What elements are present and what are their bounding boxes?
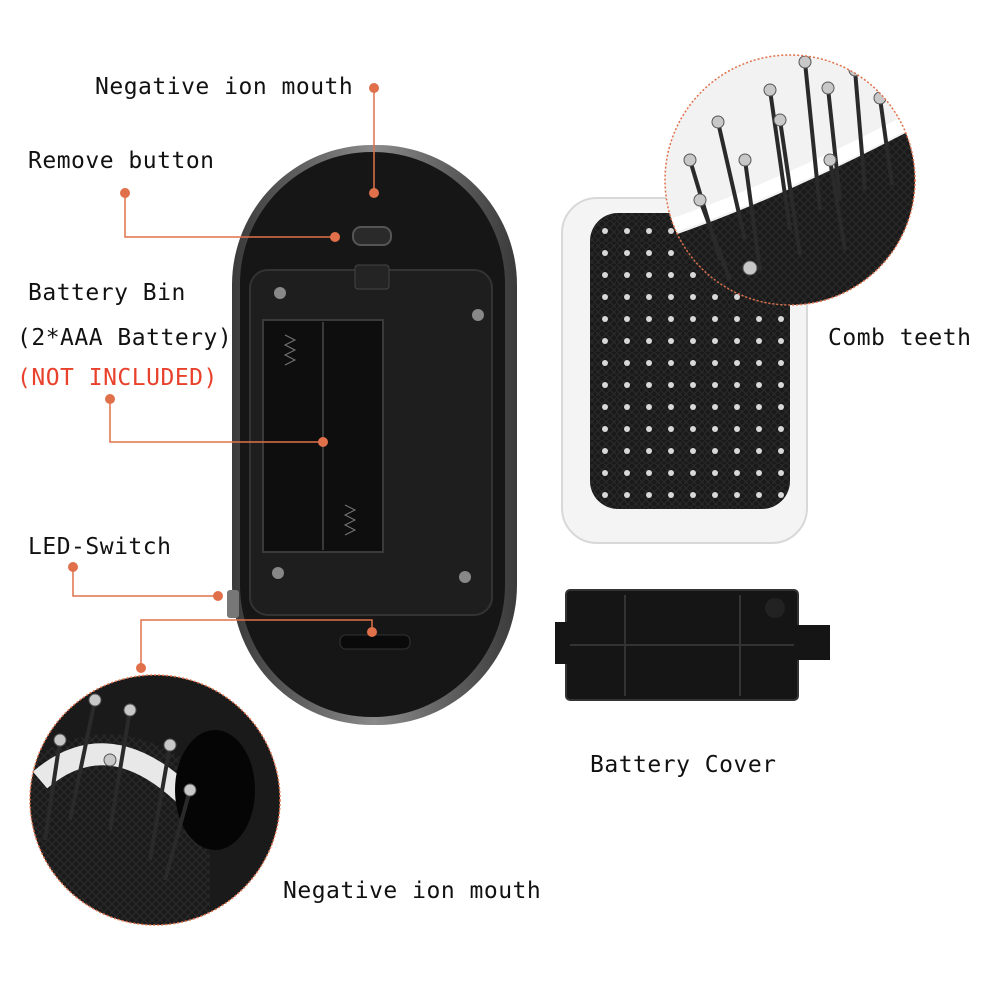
leader-dots <box>68 83 379 673</box>
brush-body-back <box>227 145 517 725</box>
label-led-switch: LED-Switch <box>28 534 172 560</box>
label-battery-cover: Battery Cover <box>590 752 777 778</box>
label-remove-button: Remove button <box>28 148 215 174</box>
led-switch-shape <box>227 590 239 618</box>
ion-mouth-zoom <box>29 674 281 926</box>
label-battery-bin: Battery Bin <box>28 280 186 306</box>
battery-cover-shape <box>555 589 830 701</box>
remove-button-shape <box>352 226 392 246</box>
leader-lines <box>72 90 375 668</box>
label-battery-spec: (2*AAA Battery) <box>17 325 233 351</box>
label-ion-mouth-top: Negative ion mouth <box>95 74 354 100</box>
label-not-included: (NOT INCLUDED) <box>17 365 218 391</box>
label-ion-mouth-bottom: Negative ion mouth <box>283 878 542 904</box>
label-comb-teeth: Comb teeth <box>828 325 972 351</box>
comb-teeth-zoom <box>664 54 916 306</box>
